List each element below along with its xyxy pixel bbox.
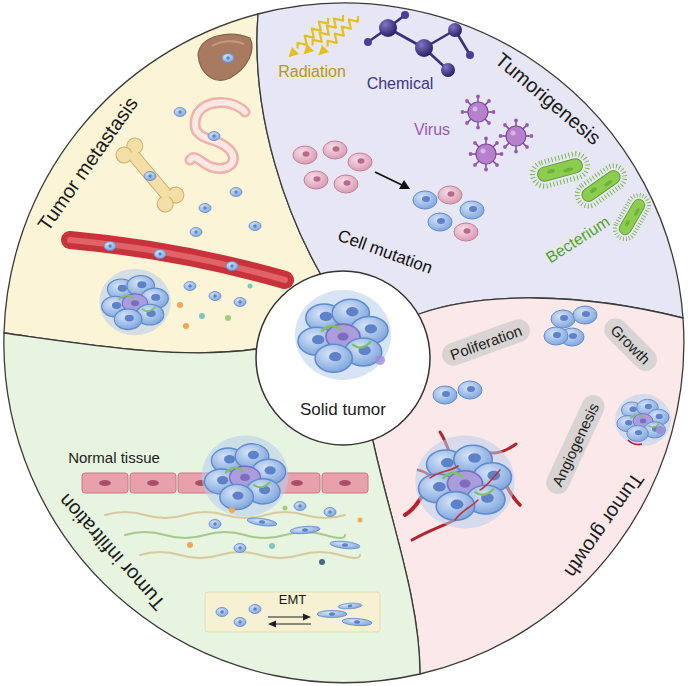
region-heading: Tumor infiltration	[54, 489, 170, 615]
node-text: EMT	[279, 593, 306, 608]
tissue-label: Normal tissue	[68, 449, 160, 466]
node-text: Angiogenesis	[548, 400, 602, 490]
stage-pill: Growth	[599, 313, 661, 375]
node-text: Growth	[607, 321, 654, 368]
box-outline	[205, 592, 380, 632]
region-heading: Tumor growth	[559, 468, 648, 582]
node-text: Solid tumor	[300, 400, 386, 420]
node-text: Poliferation	[447, 322, 524, 364]
agent-label: Becterium	[543, 213, 613, 268]
region-heading: Tumorigenesis	[491, 48, 606, 149]
tumorigenesis-art	[285, 11, 653, 243]
center-circle: Solid tumor	[255, 270, 431, 446]
solid-tumor-art	[295, 290, 391, 380]
agent-label: Chemical	[367, 75, 434, 93]
agent-label: Radiation	[278, 63, 346, 81]
stage-pill: Angiogenesis	[542, 391, 608, 498]
region-heading: Tumor metastasis	[33, 93, 143, 236]
process-label: Cell mutation	[335, 226, 435, 278]
circle-shape	[255, 270, 431, 446]
agent-label: Virus	[414, 121, 450, 139]
stage-pill: Poliferation	[439, 316, 533, 369]
emt-box: EMT	[205, 592, 380, 632]
region-outline	[257, 3, 683, 358]
growth-art	[405, 306, 671, 540]
metastasis-art	[70, 34, 285, 335]
circle-outline	[256, 271, 430, 445]
box-shape	[205, 592, 380, 632]
